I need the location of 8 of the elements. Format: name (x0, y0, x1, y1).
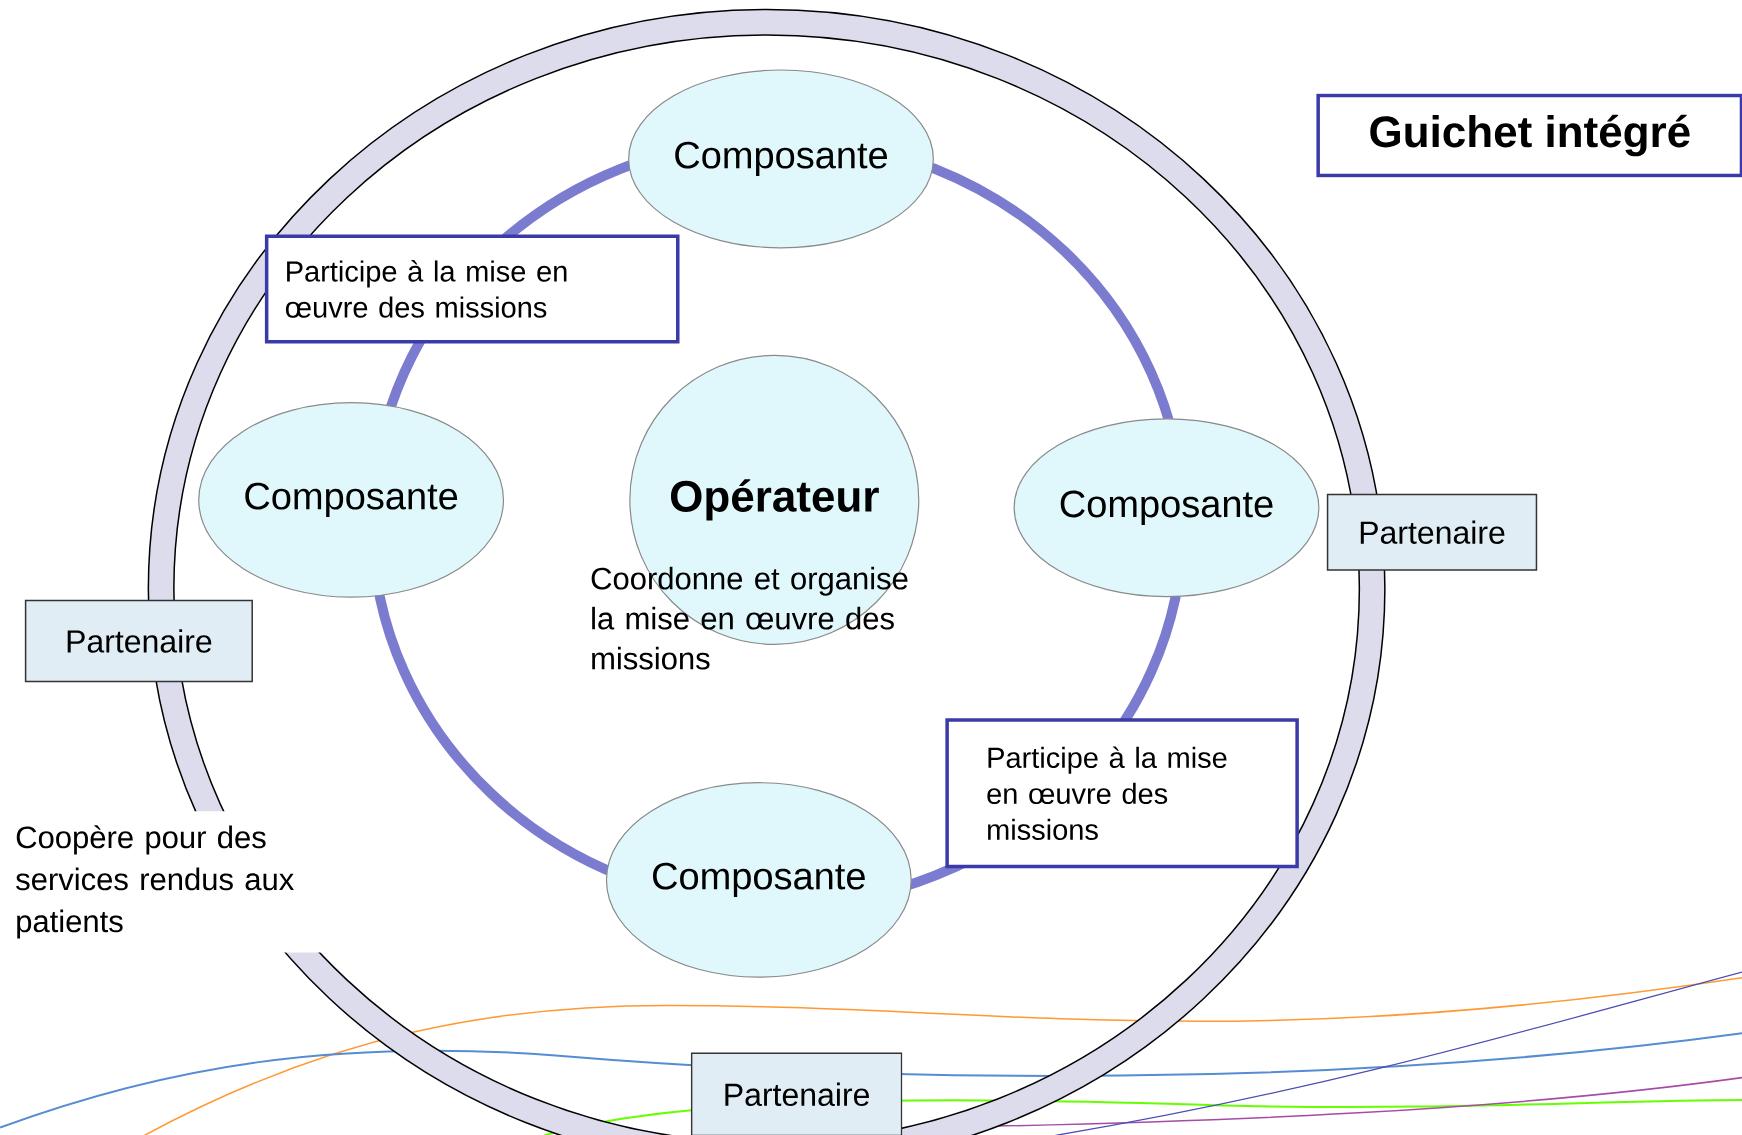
description-text: Coordonne et organise la mise en œuvre des missions (591, 566, 908, 670)
title-box: Guichet intégré (1316, 93, 1742, 178)
partner-box: Partenaire (690, 1052, 903, 1135)
note-box: Participe à la mise en œuvre des missions (264, 234, 680, 344)
note-box: Participe à la mise en œuvre des missions (945, 718, 1299, 869)
note-text: Coopère pour des services rendus aux patients (0, 811, 361, 953)
partner-box: Partenaire (24, 599, 253, 683)
partner-box: Partenaire (1326, 493, 1538, 571)
